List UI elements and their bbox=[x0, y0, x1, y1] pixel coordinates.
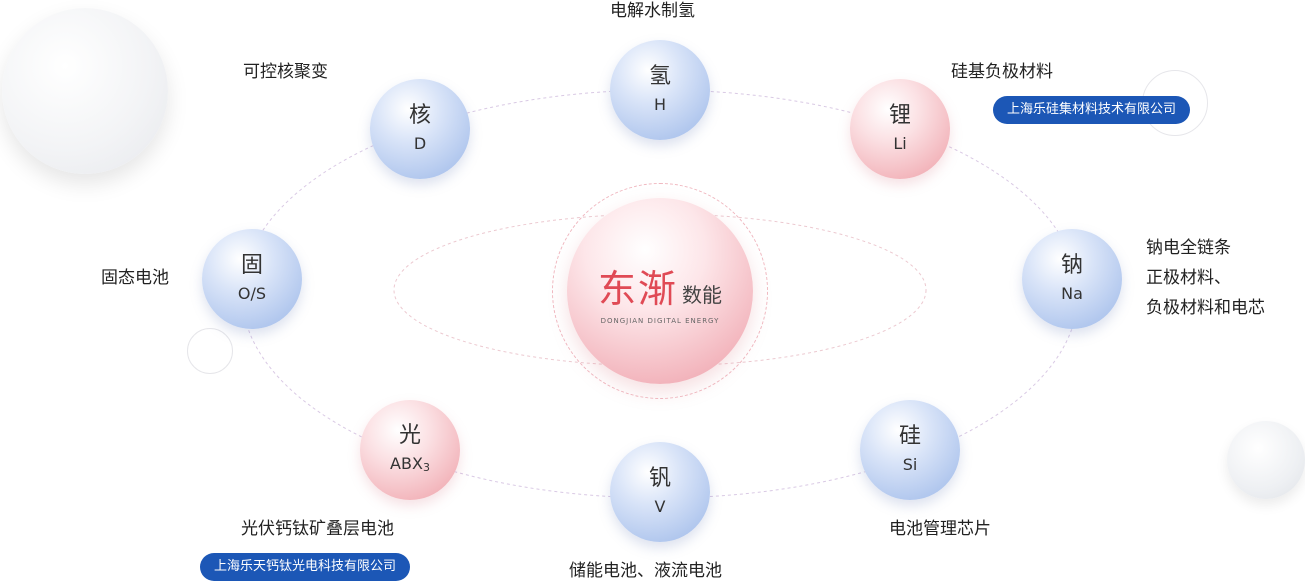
node-symbol: Na bbox=[1061, 284, 1083, 303]
node-symbol: Li bbox=[893, 134, 907, 153]
label-sodium-line-2: 正极材料、 bbox=[1146, 268, 1231, 288]
label-solid-state: 固态电池 bbox=[101, 268, 169, 288]
label-hydrogen: 电解水制氢 bbox=[610, 1, 695, 21]
decorative-ring-left bbox=[187, 328, 233, 374]
decorative-sphere-large bbox=[2, 8, 168, 174]
company-pill-silicon[interactable]: 上海乐硅集材料技术有限公司 bbox=[993, 96, 1191, 124]
logo-english-text: DONGJIAN DIGITAL ENERGY bbox=[600, 316, 720, 325]
node-perovskite: 光 ABX3 bbox=[360, 400, 460, 500]
decorative-sphere-small bbox=[1227, 421, 1305, 499]
label-vanadium: 储能电池、液流电池 bbox=[569, 561, 722, 581]
logo-sub-text: 数能 bbox=[682, 282, 722, 307]
node-silicon: 硅 Si bbox=[860, 400, 960, 500]
node-solid-state: 固 O/S bbox=[202, 229, 302, 329]
label-sodium: 钠电全链条 正极材料、 负极材料和电芯 bbox=[1146, 233, 1305, 323]
node-char: 光 bbox=[398, 423, 421, 448]
company-pill-perovskite[interactable]: 上海乐天钙钛光电科技有限公司 bbox=[200, 553, 411, 581]
label-sodium-line-3: 负极材料和电芯 bbox=[1146, 298, 1265, 318]
logo: 东渐 数能 bbox=[598, 258, 722, 313]
label-lithium: 硅基负极材料 bbox=[951, 62, 1053, 82]
node-lithium: 锂 Li bbox=[850, 79, 950, 179]
node-symbol: Si bbox=[902, 455, 918, 474]
label-silicon: 电池管理芯片 bbox=[889, 519, 991, 539]
node-hydrogen: 氢 H bbox=[610, 40, 710, 140]
node-symbol: O/S bbox=[237, 284, 267, 303]
node-symbol-main: ABX bbox=[390, 454, 423, 473]
center-dashed-ring bbox=[552, 183, 768, 399]
node-char: 钠 bbox=[1060, 253, 1083, 278]
node-vanadium: 钒 V bbox=[610, 442, 710, 542]
node-char: 钒 bbox=[648, 466, 671, 491]
center-logo-sphere: 东渐 数能 DONGJIAN DIGITAL ENERGY bbox=[567, 198, 753, 384]
node-sodium: 钠 Na bbox=[1022, 229, 1122, 329]
logo-main-text: 东渐 bbox=[597, 266, 678, 311]
node-symbol: ABX3 bbox=[390, 453, 430, 477]
node-char: 硅 bbox=[898, 424, 921, 449]
label-sodium-line-1: 钠电全链条 bbox=[1146, 238, 1231, 258]
node-symbol-subscript: 3 bbox=[422, 461, 430, 474]
label-perovskite: 光伏钙钛矿叠层电池 bbox=[241, 519, 394, 539]
node-nuclear: 核 D bbox=[370, 79, 470, 179]
node-char: 固 bbox=[240, 253, 263, 278]
label-nuclear: 可控核聚变 bbox=[243, 62, 328, 82]
node-char: 氢 bbox=[648, 64, 671, 89]
node-symbol: V bbox=[654, 497, 666, 516]
node-symbol: D bbox=[413, 134, 427, 153]
node-char: 锂 bbox=[888, 103, 911, 128]
node-char: 核 bbox=[408, 103, 431, 128]
node-symbol: H bbox=[653, 95, 667, 114]
